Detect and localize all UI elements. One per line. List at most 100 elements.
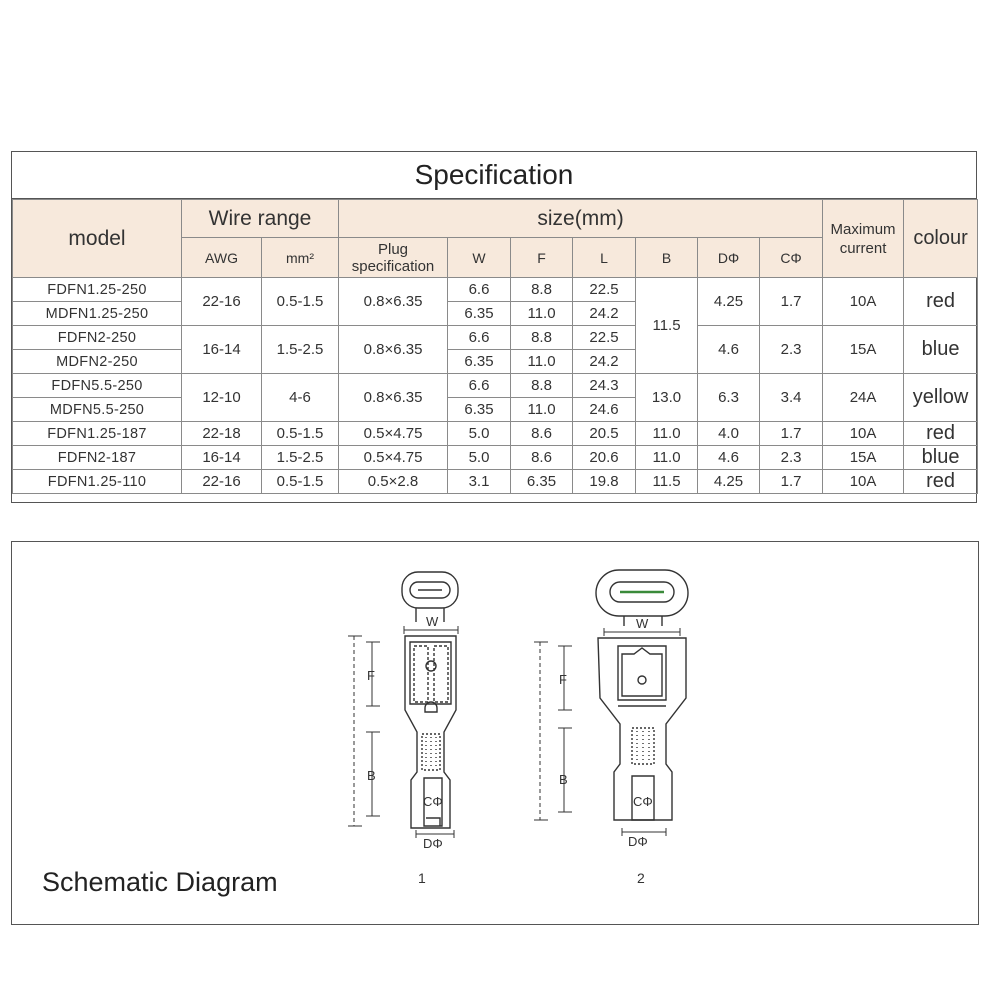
cell-model: FDFN1.25-250 bbox=[12, 277, 182, 302]
table-row: FDFN1.25-187 22-18 0.5-1.5 0.5×4.75 5.0 … bbox=[12, 421, 979, 446]
header-max-line1: Maximum bbox=[830, 220, 896, 238]
cell-l: 22.5 bbox=[572, 325, 637, 350]
cell-f: 11.0 bbox=[510, 397, 574, 422]
cell-model: MDFN2-250 bbox=[12, 349, 182, 374]
header-max-line2: current bbox=[839, 239, 887, 257]
cell-d: 4.25 bbox=[697, 277, 761, 326]
figure-1-dim-labels: W F B CΦ DΦ bbox=[367, 614, 443, 851]
figure-1-label: 1 bbox=[418, 870, 426, 886]
table-row: FDFN1.25-110 22-16 0.5-1.5 0.5×2.8 3.1 6… bbox=[12, 469, 979, 494]
cell-f: 11.0 bbox=[510, 349, 574, 374]
cell-awg: 12-10 bbox=[181, 373, 262, 422]
cell-model: FDFN2-187 bbox=[12, 445, 182, 470]
cell-l: 20.6 bbox=[572, 445, 637, 470]
header-c: CΦ bbox=[759, 237, 824, 278]
dim-w-label-1: W bbox=[426, 614, 439, 629]
header-d: DΦ bbox=[697, 237, 761, 278]
cell-c: 1.7 bbox=[759, 277, 824, 326]
header-wire-range: Wire range bbox=[180, 199, 340, 238]
figure-2-label: 2 bbox=[637, 870, 645, 886]
cell-w: 6.6 bbox=[447, 325, 512, 350]
cell-model: FDFN1.25-187 bbox=[12, 421, 182, 446]
cell-b: 11.5 bbox=[635, 277, 699, 374]
header-row-1: model Wire range size(mm) Maximum curren… bbox=[12, 199, 979, 278]
header-plug-line2: specification bbox=[351, 257, 435, 275]
cell-awg: 22-16 bbox=[181, 469, 262, 494]
cell-awg: 22-16 bbox=[181, 277, 262, 326]
table-row: FDFN2-250 16-14 1.5-2.5 0.8×6.35 6.6 8.8… bbox=[12, 325, 979, 374]
cell-w: 6.35 bbox=[447, 349, 512, 374]
cell-mm2: 4-6 bbox=[260, 373, 340, 422]
header-l: L bbox=[572, 237, 637, 278]
header-max-current: Maximum current bbox=[822, 199, 905, 278]
cell-model: FDFN5.5-250 bbox=[12, 373, 182, 398]
header-mm2: mm² bbox=[260, 237, 340, 278]
cell-plug: 0.5×4.75 bbox=[338, 421, 449, 446]
cell-model: MDFN1.25-250 bbox=[12, 301, 182, 326]
header-colour: colour bbox=[903, 199, 979, 278]
dim-f-label-2: F bbox=[559, 672, 567, 687]
dim-w-label-2: W bbox=[636, 616, 649, 631]
figure-2-dim-labels: W F B CΦ DΦ bbox=[559, 616, 653, 849]
schematic-drawing: W F B CΦ DΦ bbox=[348, 569, 689, 851]
dim-d-label-2: DΦ bbox=[628, 834, 648, 849]
terminal-figure-1 bbox=[348, 571, 459, 838]
cell-l: 24.3 bbox=[572, 373, 637, 398]
cell-model: FDFN2-250 bbox=[12, 325, 182, 350]
cell-max: 10A bbox=[822, 421, 905, 446]
dim-f-label-1: F bbox=[367, 668, 375, 683]
cell-colour: yellow bbox=[903, 373, 979, 422]
header-model: model bbox=[12, 199, 182, 278]
cell-b: 11.0 bbox=[635, 445, 699, 470]
cell-w: 6.6 bbox=[447, 373, 512, 398]
cell-w: 5.0 bbox=[447, 421, 512, 446]
cell-plug: 0.8×6.35 bbox=[338, 277, 449, 326]
cell-d: 4.6 bbox=[697, 445, 761, 470]
dim-b-label-2: B bbox=[559, 772, 568, 787]
cell-f: 8.8 bbox=[510, 325, 574, 350]
cell-plug: 0.5×4.75 bbox=[338, 445, 449, 470]
cell-max: 15A bbox=[822, 445, 905, 470]
table-row: FDFN2-187 16-14 1.5-2.5 0.5×4.75 5.0 8.6… bbox=[12, 445, 979, 470]
cell-d: 6.3 bbox=[697, 373, 761, 422]
cell-l: 19.8 bbox=[572, 469, 637, 494]
dim-c-label-2: CΦ bbox=[633, 794, 653, 809]
table-row: MDFN2-250 6.35 11.0 24.2 bbox=[12, 349, 978, 374]
cell-colour: red bbox=[903, 421, 979, 446]
cell-f: 8.6 bbox=[510, 421, 574, 446]
table-row: MDFN1.25-250 6.35 11.0 24.2 bbox=[12, 301, 978, 326]
cell-d: 4.6 bbox=[697, 325, 761, 374]
cell-f: 6.35 bbox=[510, 469, 574, 494]
specification-table-box: Specification model Wire range size(mm) … bbox=[11, 151, 979, 503]
dim-d-label-1: DΦ bbox=[423, 836, 443, 851]
cell-max: 15A bbox=[822, 325, 905, 374]
header-size: size(mm) bbox=[338, 199, 824, 238]
cell-max: 10A bbox=[822, 277, 905, 326]
cell-colour: red bbox=[903, 469, 979, 494]
cell-c: 2.3 bbox=[759, 325, 824, 374]
specification-title: Specification bbox=[12, 152, 976, 199]
cell-b: 11.0 bbox=[635, 421, 699, 446]
cell-f: 11.0 bbox=[510, 301, 574, 326]
cell-c: 1.7 bbox=[759, 421, 824, 446]
header-row-2: AWG mm² Plug specification W F L B DΦ CΦ bbox=[12, 237, 978, 278]
cell-b: 11.5 bbox=[635, 469, 699, 494]
cell-c: 1.7 bbox=[759, 469, 824, 494]
cell-f: 8.6 bbox=[510, 445, 574, 470]
cell-plug: 0.8×6.35 bbox=[338, 373, 449, 422]
cell-c: 2.3 bbox=[759, 445, 824, 470]
cell-c: 3.4 bbox=[759, 373, 824, 422]
cell-mm2: 1.5-2.5 bbox=[260, 445, 340, 470]
cell-d: 4.25 bbox=[697, 469, 761, 494]
cell-w: 5.0 bbox=[447, 445, 512, 470]
cell-b: 13.0 bbox=[635, 373, 699, 422]
cell-l: 22.5 bbox=[572, 277, 637, 302]
terminal-figure-2 bbox=[534, 569, 689, 836]
cell-max: 10A bbox=[822, 469, 905, 494]
cell-d: 4.0 bbox=[697, 421, 761, 446]
header-plug-spec: Plug specification bbox=[338, 237, 449, 278]
cell-mm2: 0.5-1.5 bbox=[260, 277, 340, 326]
cell-w: 6.35 bbox=[447, 397, 512, 422]
cell-model: MDFN5.5-250 bbox=[12, 397, 182, 422]
dim-b-label-1: B bbox=[367, 768, 376, 783]
